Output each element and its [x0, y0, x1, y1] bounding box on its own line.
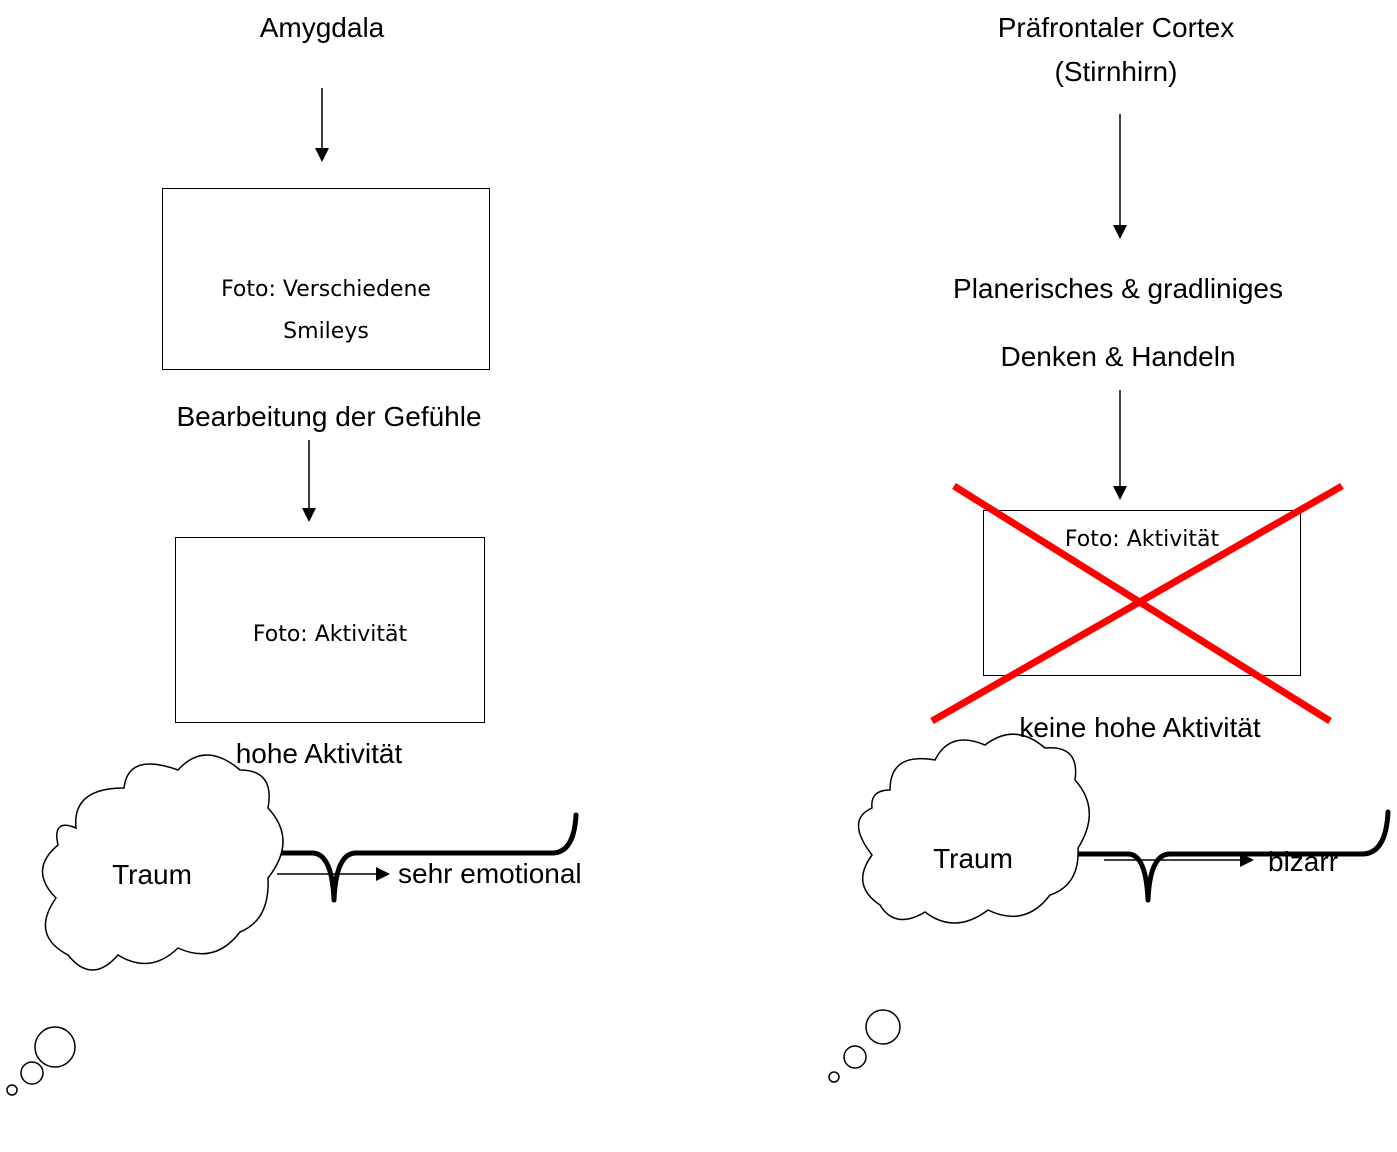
planning-line-2: Denken & Handeln — [1000, 341, 1236, 372]
left-result-label: sehr emotional — [398, 858, 582, 889]
left-cloud-label: Traum — [112, 859, 192, 890]
left-thought-cloud — [6, 754, 284, 1096]
high-activity-caption: hohe Aktivität — [235, 738, 403, 769]
smileys-photo-placeholder: Foto: Verschiedene Smileys — [162, 188, 490, 370]
left-activity-photo-label: Foto: Aktivität — [252, 622, 408, 647]
right-cloud-label: Traum — [933, 843, 1013, 874]
cortex-title: Präfrontaler Cortex — [997, 12, 1235, 43]
left-activity-photo-placeholder: Foto: Aktivität — [175, 537, 485, 723]
feelings-caption: Bearbeitung der Gefühle — [176, 401, 482, 432]
amygdala-title: Amygdala — [259, 12, 385, 43]
smileys-photo-line-1: Foto: Verschiedene — [221, 277, 431, 302]
smileys-photo-line-2: Smileys — [283, 318, 369, 344]
planning-line-1: Planerisches & gradliniges — [953, 273, 1283, 304]
red-cross-line-2 — [930, 482, 1344, 725]
right-result-label: bizarr — [1268, 846, 1339, 877]
cortex-subtitle: (Stirnhirn) — [1054, 56, 1178, 87]
right-activity-photo-label: Foto: Aktivität — [1064, 527, 1220, 552]
right-thought-cloud — [828, 733, 1091, 1083]
no-high-activity-caption: keine hohe Aktivität — [1019, 712, 1261, 743]
